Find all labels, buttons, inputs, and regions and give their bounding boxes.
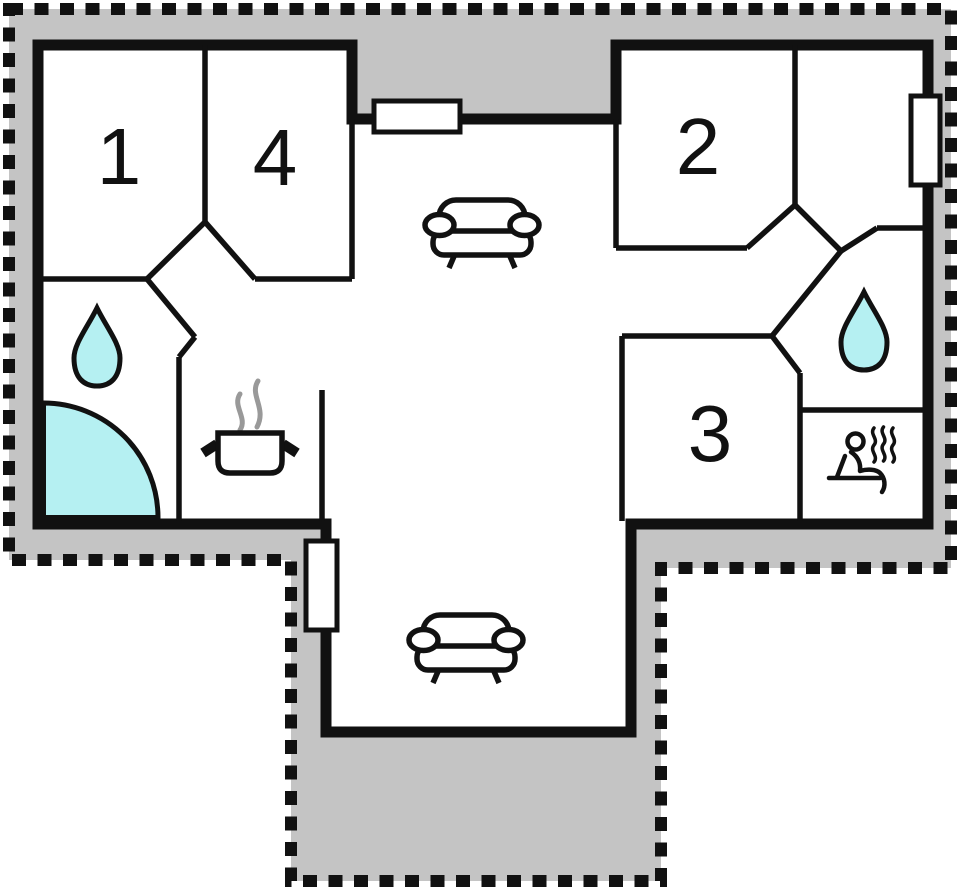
wall-room2-door-chamfer (745, 202, 797, 251)
interior-walls (41, 45, 925, 521)
sauna-steam-line-3 (889, 426, 897, 464)
shower-quarter-circle-icon (41, 400, 161, 520)
sauna-person-head (845, 431, 866, 452)
wall-bath-left-notch (176, 335, 198, 359)
sofa-icon-upper (422, 197, 542, 270)
pot-body (215, 430, 285, 476)
water-drop-shape (838, 286, 890, 373)
wall-room1-door-chamfer (145, 220, 207, 281)
cooking-pot-icon (200, 378, 300, 476)
sauna-person-icon (826, 425, 897, 495)
water-drop-icon-right (838, 286, 890, 373)
wall-bath-top-door-chamfer (793, 203, 843, 253)
room-1-label: 1 (97, 112, 142, 201)
wall-room3-ne-chamfer (769, 334, 803, 375)
water-drop-icon-left (71, 302, 123, 389)
sofa-armrest-right (491, 626, 526, 654)
sauna-person-arm (834, 453, 848, 480)
wall-room4-door-chamfer (202, 220, 258, 281)
pot-handle-left (200, 439, 220, 458)
pot-steam-line-2 (252, 378, 263, 430)
sofa-armrest-left (422, 211, 457, 239)
sofa-armrest-left (406, 626, 441, 654)
room-3-label: 3 (688, 389, 733, 478)
sauna-steam-line-1 (870, 426, 878, 464)
window-lower-left (303, 538, 340, 633)
water-drop-shape (71, 302, 123, 389)
room-4-label: 4 (253, 113, 298, 202)
sofa-seat (430, 228, 534, 258)
sofa-icon-lower (406, 612, 526, 685)
wall-bath-top-chamfer (839, 225, 879, 254)
sofa-seat (414, 643, 518, 673)
windows (303, 93, 943, 633)
pot-handle-right (280, 439, 300, 458)
wall-hall-bath-diagonal (769, 249, 844, 338)
room-2-label: 2 (676, 102, 721, 191)
window-top (371, 98, 463, 135)
sofa-armrest-right (507, 211, 542, 239)
wall-bath-left-chamfer (144, 277, 198, 339)
sauna-steam-line-2 (880, 425, 887, 463)
window-right (908, 93, 943, 188)
pot-steam-line-1 (235, 391, 245, 433)
sauna-person-body (848, 449, 887, 495)
